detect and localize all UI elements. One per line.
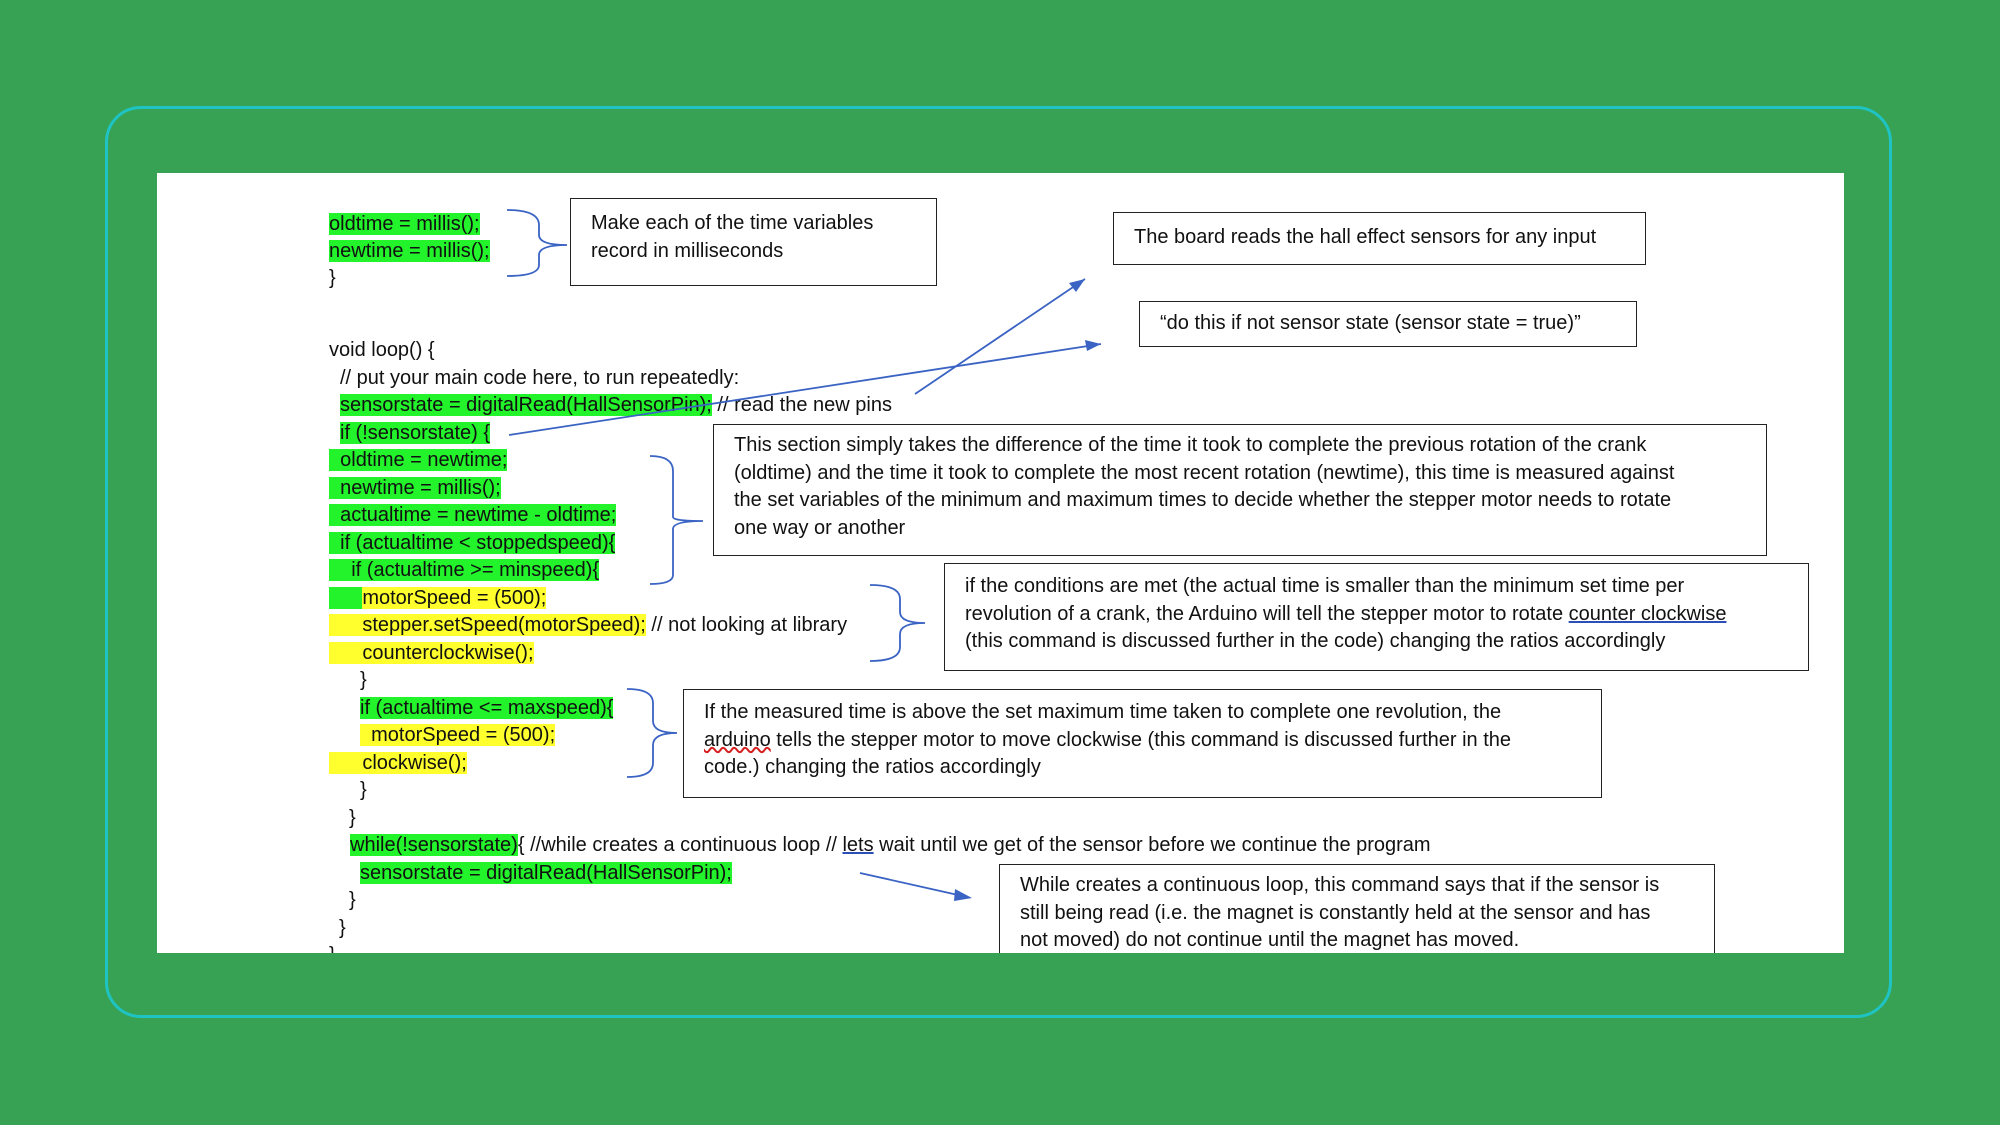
note-text: counter clockwise [1568,602,1727,625]
code-text: if (actualtime < stoppedspeed){ [340,532,616,554]
code-line: clockwise(); [329,750,467,776]
code-comment: lets [842,834,874,856]
arrowhead [954,889,972,901]
code-text: oldtime = millis(); [329,213,480,235]
code-text: if (actualtime < stoppedspeed){ [329,532,616,554]
code-line: motorSpeed = (500); [360,722,556,748]
brace [626,688,678,778]
code-text: newtime = millis(); [329,240,490,262]
code-line: oldtime = millis(); [329,211,480,237]
note-text: (this command is discussed further in th… [965,630,1666,652]
brace [506,209,568,277]
code-line: } [349,807,356,829]
note-time-variables: Make each of the time variables record i… [570,198,937,286]
code-comment: // not looking at library [645,614,848,636]
note-section-difference: This section simply takes the difference… [713,424,1767,556]
code-line: } [360,669,367,691]
code-comment: // read the new pins [711,394,892,416]
code-text: oldtime = newtime; [340,449,508,471]
code-text: oldtime = newtime; [329,449,508,471]
code-text: sensorstate = digitalRead(HallSensorPin)… [340,394,712,416]
code-text: motorSpeed = (500); [371,724,556,746]
arrow [508,343,1102,436]
code-line: sensorstate = digitalRead(HallSensorPin)… [340,392,892,418]
note-text: arduino [704,728,771,751]
code-text: if (actualtime <= maxspeed){ [360,697,614,719]
code-text: if (actualtime >= minspeed){ [329,559,600,581]
code-line: } [329,267,336,289]
code-line: stepper.setSpeed(motorSpeed); // not loo… [329,612,847,638]
note-while-loop: While creates a continuous loop, this co… [999,864,1715,953]
code-line: } [360,779,367,801]
code-line: } [339,917,346,939]
code-line: if (actualtime <= maxspeed){ [360,695,614,721]
code-line: oldtime = newtime; [329,447,508,473]
note-text: tells the stepper motor to move clockwis… [704,728,1512,779]
document-page: oldtime = millis(); newtime = millis(); … [157,173,1844,953]
arrow [914,278,1086,395]
note-measured-time: If the measured time is above the set ma… [683,689,1602,798]
code-line: actualtime = newtime - oldtime; [329,502,617,528]
code-text: stepper.setSpeed(motorSpeed); [329,614,646,636]
code-text: motorSpeed = (500); [360,724,556,746]
code-text [329,587,363,609]
note-text: if the conditions are met (the actual ti… [965,575,1685,625]
code-text: newtime = millis(); [329,477,501,499]
slide-frame [105,106,1892,1018]
arrowhead [1085,340,1101,351]
code-text: if (actualtime >= minspeed){ [351,559,600,581]
code-line: if (actualtime >= minspeed){ [329,557,600,583]
code-line: newtime = millis(); [329,238,490,264]
code-text: clockwise(); [362,752,467,774]
code-comment: wait until we get of the sensor before w… [873,834,1431,856]
note-do-this: “do this if not sensor state (sensor sta… [1139,301,1637,347]
code-line: void loop() { [329,339,435,361]
arrowhead [1069,279,1085,292]
note-text: If the measured time is above the set ma… [704,701,1502,723]
note-board-reads: The board reads the hall effect sensors … [1113,212,1646,265]
brace [649,455,704,585]
code-text: if (!sensorstate) { [340,422,491,444]
code-text: while(!sensorstate) [350,834,518,856]
code-text: counterclockwise(); [329,642,534,664]
code-line: } [329,942,336,953]
code-line: if (actualtime < stoppedspeed){ [329,530,616,556]
code-text: counterclockwise(); [362,642,534,664]
code-text: actualtime = newtime - oldtime; [340,504,617,526]
brace [869,584,926,662]
code-line: counterclockwise(); [329,640,534,666]
code-line: if (!sensorstate) { [340,420,491,446]
code-text: actualtime = newtime - oldtime; [329,504,617,526]
code-text: clockwise(); [329,752,467,774]
code-line: sensorstate = digitalRead(HallSensorPin)… [360,860,732,886]
code-text: motorSpeed = (500); [362,587,547,609]
code-line: while(!sensorstate){ //while creates a c… [350,832,1431,858]
annotation-overlay [506,209,1102,901]
code-text: sensorstate = digitalRead(HallSensorPin)… [360,862,732,884]
note-conditions-met: if the conditions are met (the actual ti… [944,563,1809,671]
code-line: motorSpeed = (500); [329,585,547,611]
code-text: stepper.setSpeed(motorSpeed); [362,614,646,636]
arrow [859,872,968,898]
code-comment: { //while creates a continuous loop // [517,834,843,856]
code-text: newtime = millis(); [340,477,501,499]
code-line: } [349,889,356,911]
code-comment: // put your main code here, to run repea… [340,367,740,389]
code-line: newtime = millis(); [329,475,501,501]
